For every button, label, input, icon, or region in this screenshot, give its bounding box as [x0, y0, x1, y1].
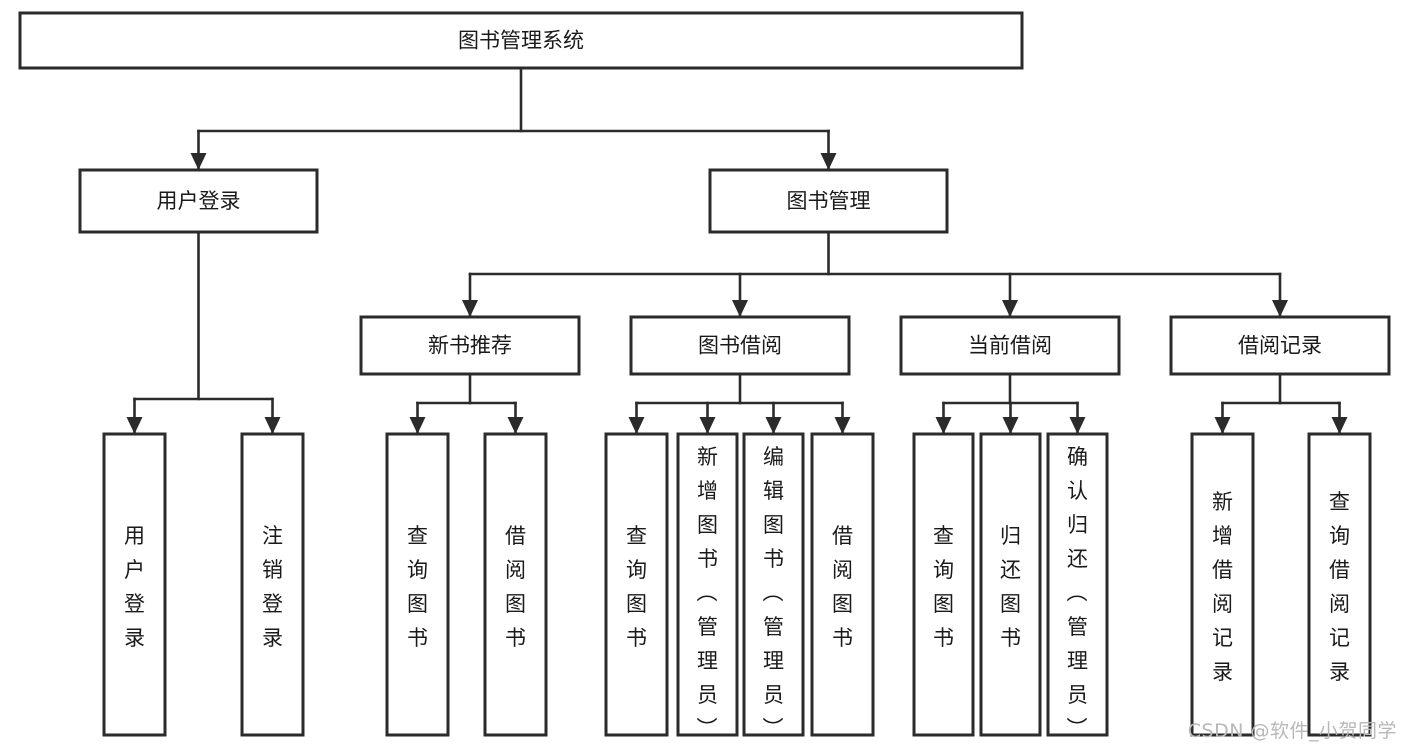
- node-box-new-book-recommend: [359, 315, 581, 376]
- node-label-user-login-action: 用户登录: [124, 524, 145, 650]
- node-book-management[interactable]: 图书管理: [708, 168, 949, 234]
- node-query-book-1[interactable]: 查询图书: [385, 432, 450, 737]
- diagram-nodes-layer: 图书管理系统用户登录图书管理用户登录注销登录新书推荐图书借阅当前借阅借阅记录查询…: [18, 11, 1391, 741]
- node-label-root: 图书管理系统: [458, 29, 584, 53]
- node-box-query-book-2: [604, 432, 669, 737]
- node-label-borrow-records: 借阅记录: [1238, 334, 1322, 358]
- node-label-return-book: 归还图书: [1000, 524, 1021, 650]
- arrowhead-g2-1: [1002, 417, 1019, 434]
- connector-edges-layer: [126, 66, 1348, 436]
- arrowhead-root-1: [820, 153, 837, 170]
- node-label-query-borrow-record: 查询借阅记录: [1329, 490, 1350, 684]
- node-box-borrow-records: [1169, 315, 1391, 376]
- node-current-borrow[interactable]: 当前借阅: [899, 315, 1121, 376]
- node-box-book-borrow: [629, 315, 851, 376]
- node-borrow-records[interactable]: 借阅记录: [1169, 315, 1391, 376]
- arrowhead-g1-3: [834, 417, 851, 434]
- arrowhead-book-mgmt-0: [462, 300, 478, 317]
- node-box-current-borrow: [899, 315, 1121, 376]
- node-edit-book-admin[interactable]: 编辑图书（管理员）: [742, 432, 805, 741]
- node-user-logout-action[interactable]: 注销登录: [240, 432, 305, 737]
- csdn-watermark: CSDN @软件_小贺同学: [1187, 720, 1397, 742]
- arrowhead-g1-1: [699, 417, 716, 434]
- node-query-book-3[interactable]: 查询图书: [912, 432, 975, 737]
- node-label-current-borrow: 当前借阅: [968, 334, 1052, 358]
- node-root[interactable]: 图书管理系统: [18, 11, 1024, 70]
- node-box-add-borrow-record: [1190, 432, 1255, 737]
- arrowhead-book-mgmt-3: [1272, 300, 1288, 317]
- node-box-query-book-3: [912, 432, 975, 737]
- arrowhead-user-login-0: [126, 417, 143, 434]
- arrowhead-g2-0: [935, 417, 952, 434]
- node-label-borrow-book-2: 借阅图书: [832, 524, 853, 650]
- node-label-add-borrow-record: 新增借阅记录: [1212, 490, 1233, 684]
- node-box-book-management: [708, 168, 949, 234]
- node-label-book-borrow: 图书借阅: [698, 334, 782, 358]
- node-label-user-logout-action: 注销登录: [262, 524, 283, 650]
- node-label-query-book-1: 查询图书: [407, 524, 428, 650]
- node-user-login-action[interactable]: 用户登录: [102, 432, 167, 737]
- node-box-add-book-admin: [676, 432, 739, 737]
- arrowhead-g0-1: [507, 417, 524, 434]
- arrowhead-g2-2: [1069, 417, 1086, 434]
- arrowhead-g1-0: [628, 417, 645, 434]
- node-box-query-borrow-record: [1307, 432, 1372, 737]
- node-return-book[interactable]: 归还图书: [979, 432, 1042, 737]
- node-label-user-login: 用户登录: [157, 189, 241, 213]
- node-user-login[interactable]: 用户登录: [78, 168, 319, 234]
- node-box-user-login: [78, 168, 319, 234]
- arrowhead-book-mgmt-2: [1002, 300, 1018, 317]
- node-box-edit-book-admin: [742, 432, 805, 737]
- node-box-user-login-action: [102, 432, 167, 737]
- node-book-borrow[interactable]: 图书借阅: [629, 315, 851, 376]
- node-label-query-book-2: 查询图书: [626, 524, 647, 650]
- arrowhead-root-0: [190, 153, 207, 170]
- node-box-confirm-return-admin: [1046, 432, 1109, 737]
- node-label-book-management: 图书管理: [787, 189, 871, 213]
- node-query-book-2[interactable]: 查询图书: [604, 432, 669, 737]
- node-borrow-book-2[interactable]: 借阅图书: [810, 432, 875, 737]
- arrowhead-book-mgmt-1: [732, 300, 748, 317]
- node-new-book-recommend[interactable]: 新书推荐: [359, 315, 581, 376]
- node-confirm-return-admin[interactable]: 确认归还（管理员）: [1046, 432, 1109, 741]
- node-box-borrow-book-2: [810, 432, 875, 737]
- node-label-add-book-admin: 新增图书（管理员）: [697, 445, 719, 741]
- node-borrow-book-1[interactable]: 借阅图书: [483, 432, 548, 737]
- arrowhead-g0-0: [409, 417, 426, 434]
- node-box-borrow-book-1: [483, 432, 548, 737]
- arrowhead-g1-2: [765, 417, 782, 434]
- node-box-user-logout-action: [240, 432, 305, 737]
- node-add-borrow-record[interactable]: 新增借阅记录: [1190, 432, 1255, 737]
- node-label-query-book-3: 查询图书: [933, 524, 954, 650]
- node-label-edit-book-admin: 编辑图书（管理员）: [763, 445, 785, 741]
- node-label-confirm-return-admin: 确认归还（管理员）: [1067, 445, 1089, 741]
- node-box-query-book-1: [385, 432, 450, 737]
- node-query-borrow-record[interactable]: 查询借阅记录: [1307, 432, 1372, 737]
- arrowhead-g3-1: [1331, 417, 1348, 434]
- arrowhead-g3-0: [1214, 417, 1231, 434]
- node-label-borrow-book-1: 借阅图书: [505, 524, 526, 650]
- node-box-return-book: [979, 432, 1042, 737]
- node-box-root: [18, 11, 1024, 70]
- node-label-new-book-recommend: 新书推荐: [428, 334, 512, 358]
- arrowhead-user-login-1: [264, 417, 281, 434]
- node-add-book-admin[interactable]: 新增图书（管理员）: [676, 432, 739, 741]
